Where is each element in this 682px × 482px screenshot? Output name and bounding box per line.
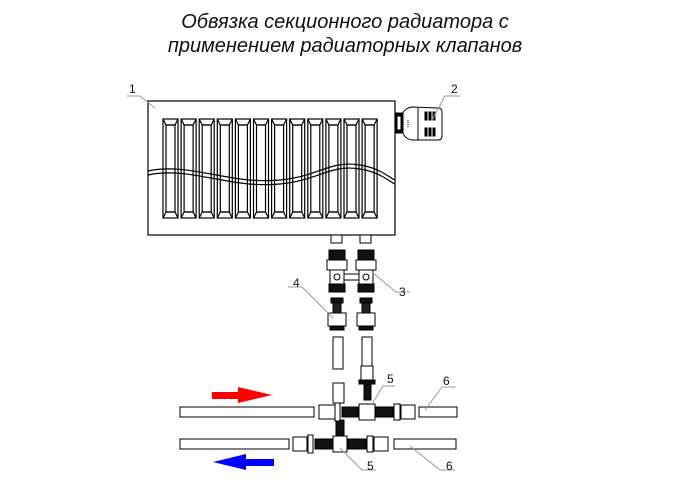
radiator-valves xyxy=(326,249,377,293)
diagram-title-line1: Обвязка секционного радиатора с xyxy=(181,11,509,33)
radiator-outlets xyxy=(330,234,372,244)
callout-1: 1 xyxy=(129,82,136,96)
supply-pipe xyxy=(179,402,458,422)
callout-2: 2 xyxy=(451,82,458,96)
callout-6-top: 6 xyxy=(443,374,450,388)
callout-5-bottom: 5 xyxy=(367,459,374,473)
vertical-pipes xyxy=(332,336,376,443)
callout-4: 4 xyxy=(293,276,300,290)
leader-lines xyxy=(127,95,460,471)
thermostatic-head xyxy=(394,106,443,141)
return-pipe xyxy=(179,434,457,454)
callout-5-top: 5 xyxy=(387,372,394,386)
radiator xyxy=(147,100,396,236)
diagram-title-line2: применением радиаторных клапанов xyxy=(167,35,523,57)
supply-flow-arrow xyxy=(212,387,272,403)
connector-fittings xyxy=(327,297,376,331)
callout-6-bottom: 6 xyxy=(446,459,453,473)
return-flow-arrow xyxy=(213,454,274,470)
callout-3: 3 xyxy=(399,285,406,299)
